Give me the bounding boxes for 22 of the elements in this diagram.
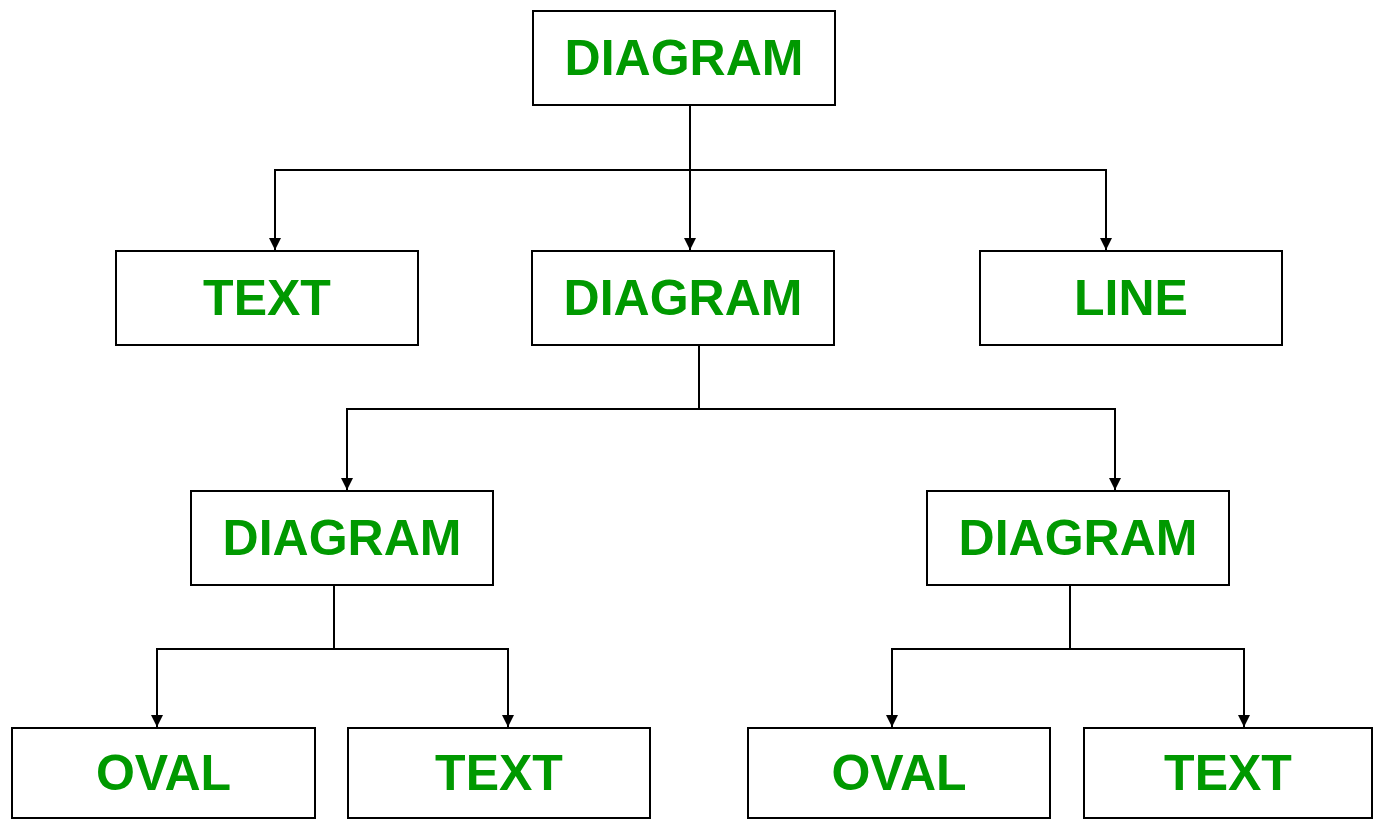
node-label: TEXT <box>435 744 563 802</box>
node-label: OVAL <box>95 744 232 802</box>
arrow <box>1069 585 1250 728</box>
node-box <box>1083 727 1373 819</box>
node-box <box>531 250 835 346</box>
node-box <box>190 490 494 586</box>
node-label: DIAGRAM <box>564 29 804 87</box>
node-box <box>11 727 316 819</box>
node-box <box>747 727 1051 819</box>
node-label: OVAL <box>831 744 967 802</box>
node-label: DIAGRAM <box>222 509 462 567</box>
node-box <box>532 10 836 106</box>
node-box <box>979 250 1283 346</box>
node-label: LINE <box>1074 269 1188 327</box>
node-label: TEXT <box>1164 744 1292 802</box>
arrow <box>333 585 514 728</box>
node-label: TEXT <box>203 269 331 327</box>
node-box <box>347 727 651 819</box>
node-label: DIAGRAM <box>958 509 1198 567</box>
node-box <box>926 490 1230 586</box>
node-label: DIAGRAM <box>563 269 803 327</box>
node-box <box>115 250 419 346</box>
